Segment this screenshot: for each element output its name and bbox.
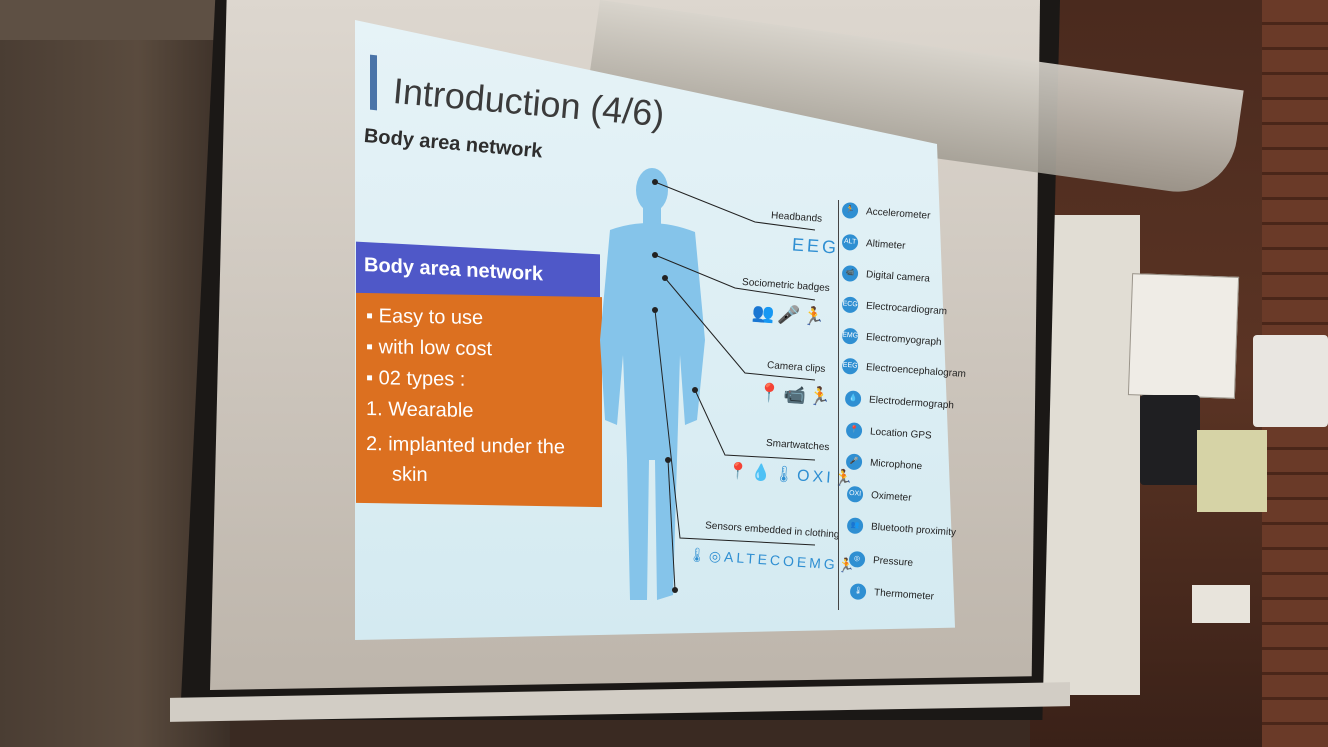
body-figure: [600, 168, 816, 600]
altimeter-icon: ALT: [841, 233, 859, 251]
wall-poster: [1127, 273, 1240, 399]
camera-icon: 📹: [841, 264, 859, 283]
thermometer-icon: 🌡: [849, 583, 867, 601]
connector-dots: [652, 179, 698, 593]
microphone-icon: 🎤: [845, 453, 863, 471]
ecg-icon: ECG: [841, 296, 859, 314]
human-silhouette: [600, 168, 705, 600]
emg-icon: EMG: [841, 327, 859, 345]
legend-divider: [838, 200, 839, 610]
title-accent-bar: [370, 54, 377, 111]
eeg-icon: EEG: [841, 357, 859, 375]
whiteboard-panel: [1040, 215, 1140, 695]
oximeter-icon: OXI: [846, 485, 864, 503]
people-icon: 👥: [846, 517, 864, 535]
accelerometer-icon: 🏃: [841, 201, 859, 220]
icons-headbands: EEG: [791, 234, 840, 258]
wall-note: [1197, 430, 1267, 512]
drop-icon: 💧: [844, 390, 862, 408]
connector-lines: [654, 181, 816, 591]
location-pin-icon: 📍: [845, 422, 863, 440]
wall-speaker: [1253, 335, 1328, 427]
wall-phone: [1140, 395, 1200, 485]
ceiling-trim: [0, 0, 230, 40]
pressure-target-icon: ◎: [848, 550, 866, 568]
light-switch: [1192, 585, 1250, 623]
